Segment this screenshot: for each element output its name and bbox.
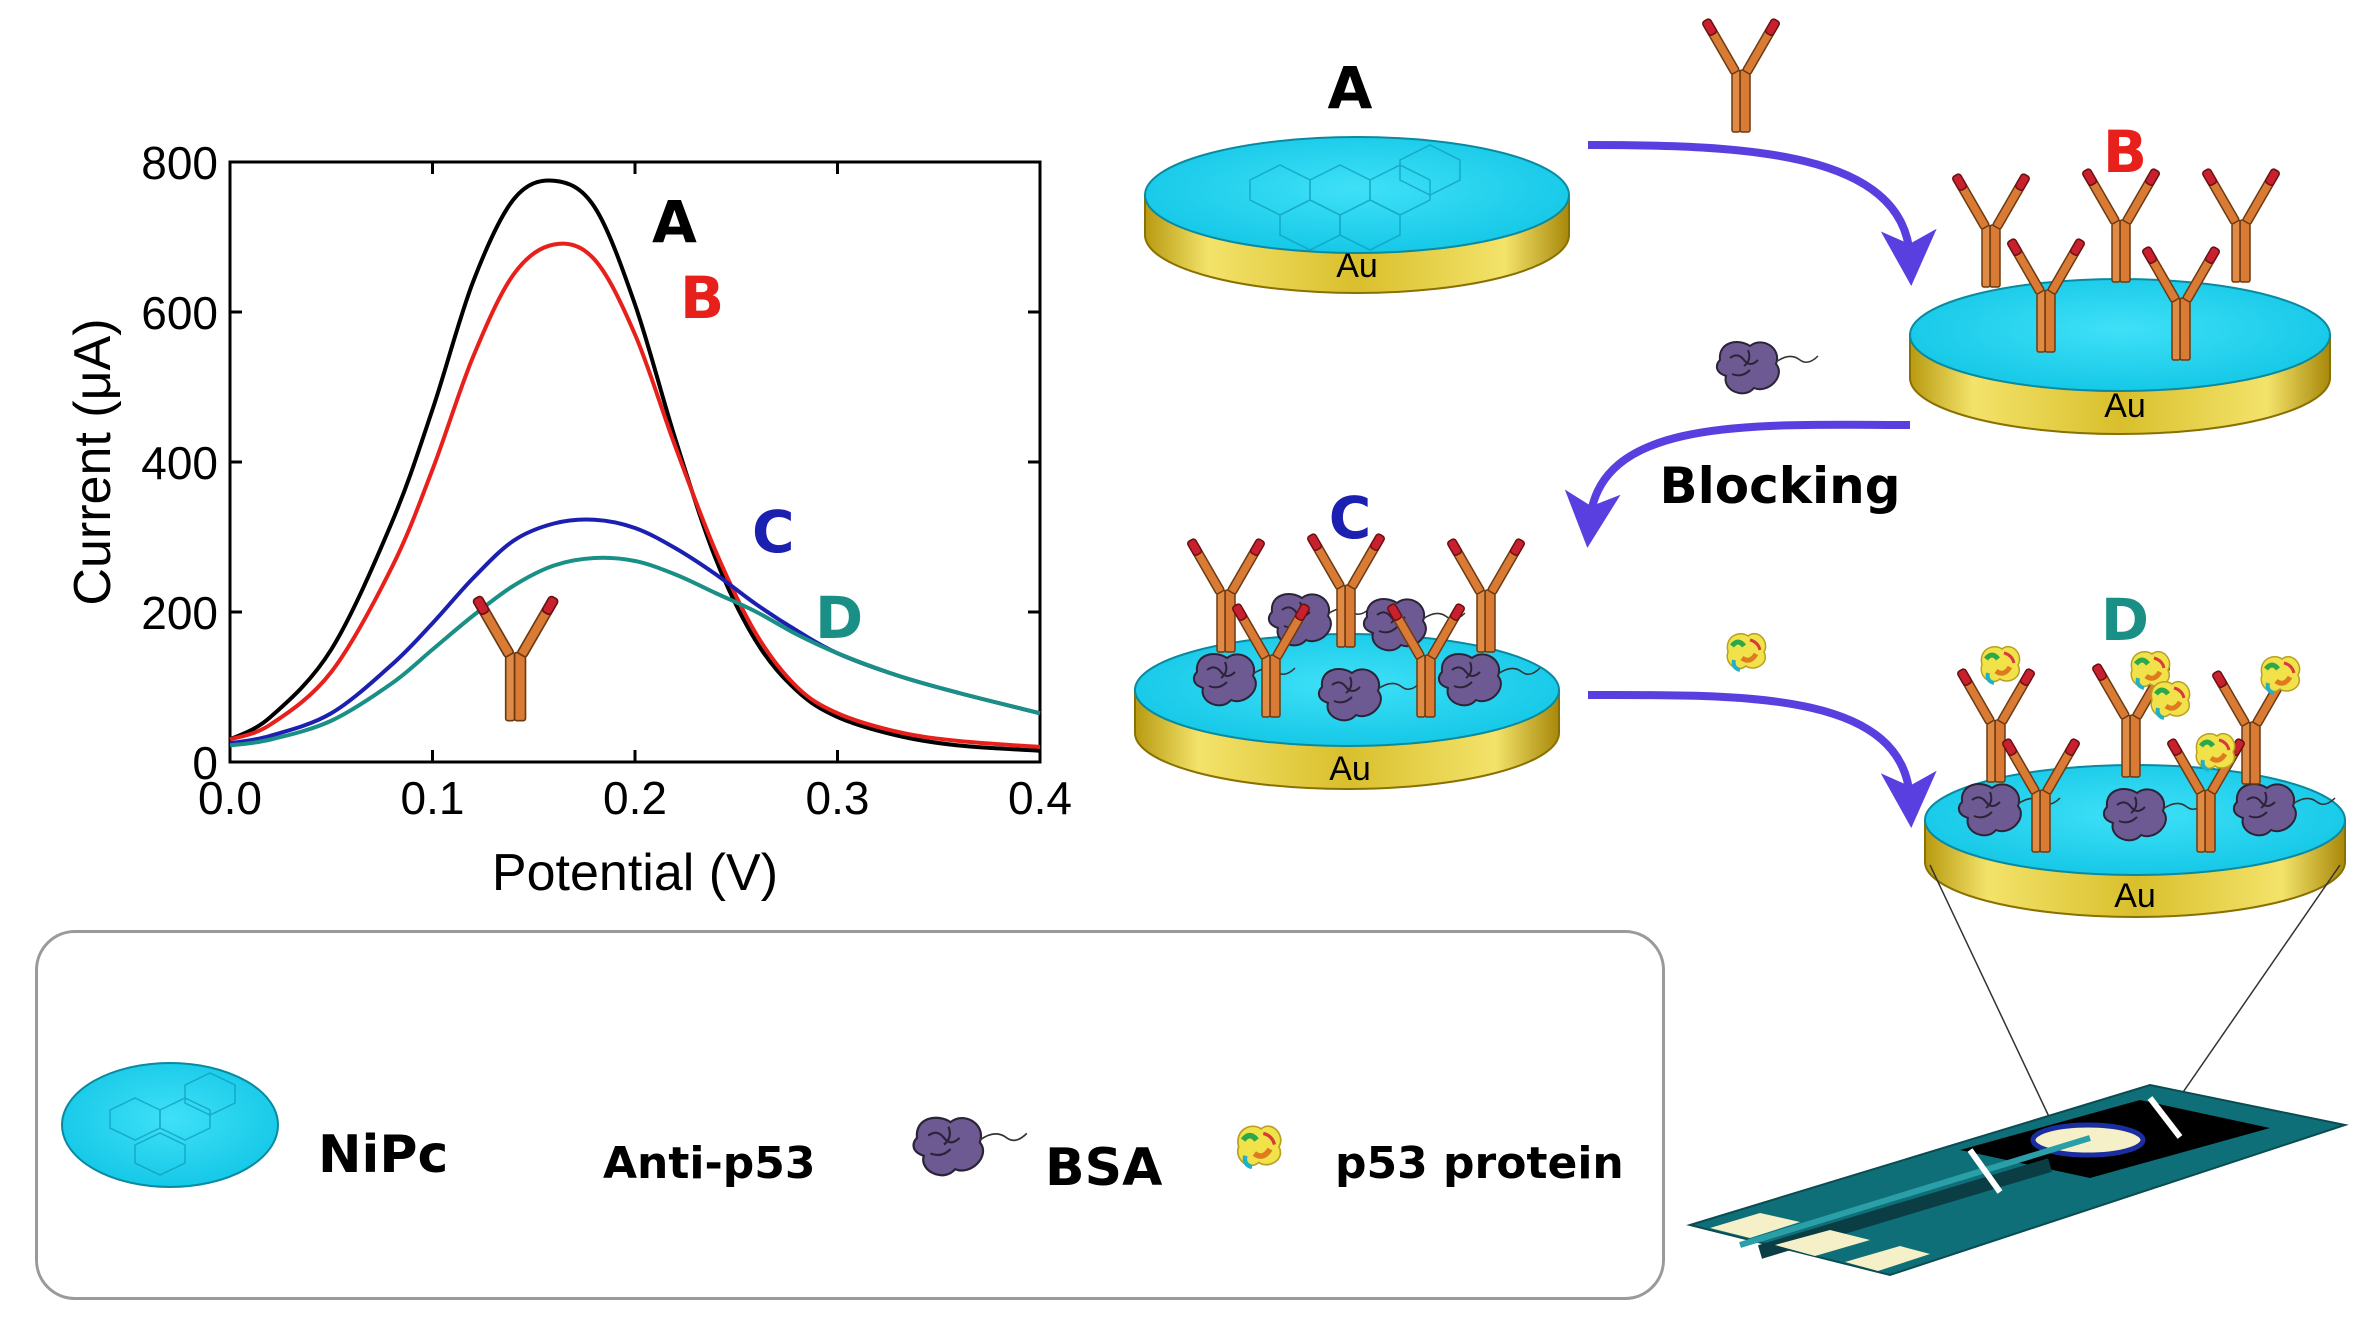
electrode-b-gold-label: Au bbox=[2104, 387, 2146, 425]
antibody-icon bbox=[471, 594, 560, 722]
y-axis: 0 200 400 600 800 bbox=[141, 137, 1040, 789]
curve-label-d: D bbox=[815, 584, 863, 652]
arrow-b-to-c bbox=[1564, 420, 1911, 548]
blocking-label: Blocking bbox=[1659, 457, 1900, 515]
x-axis: 0.0 0.1 0.2 0.3 0.4 bbox=[198, 162, 1072, 824]
series-layer bbox=[229, 178, 1041, 753]
series-line-a bbox=[229, 178, 1041, 753]
curve-label-b: B bbox=[680, 264, 724, 332]
legend-label-nipc: NiPc bbox=[318, 1125, 448, 1185]
x-tick-label: 0.4 bbox=[1008, 772, 1072, 824]
sensor-chip bbox=[1686, 864, 2349, 1277]
series-line-d bbox=[229, 555, 1041, 748]
x-tick-label: 0.3 bbox=[806, 772, 870, 824]
electrode-d: Au D bbox=[1924, 586, 2346, 918]
x-tick-label: 0.2 bbox=[603, 772, 667, 824]
electrode-a-gold-label: Au bbox=[1336, 247, 1378, 285]
electrode-a: Au A bbox=[1144, 54, 1570, 294]
x-tick-label: 0.1 bbox=[401, 772, 465, 824]
bsa-reagent-icon bbox=[1715, 341, 1819, 395]
assembly-scheme: Au A Au B Blocking Au C bbox=[1134, 17, 2349, 1277]
step-label-b: B bbox=[2103, 118, 2147, 186]
y-axis-label: Current (μA) bbox=[64, 318, 122, 605]
step-label-a: A bbox=[1328, 54, 1373, 122]
legend-label-bsa: BSA bbox=[1045, 1138, 1162, 1198]
legend: NiPc Anti-p53 BSA p53 protein bbox=[61, 594, 1624, 1198]
legend-panel bbox=[35, 930, 1665, 1300]
electrode-b: Au B bbox=[1909, 118, 2331, 435]
electrode-d-gold-label: Au bbox=[2114, 877, 2156, 915]
arrow-c-to-d bbox=[1587, 690, 1937, 828]
step-label-d: D bbox=[2101, 586, 2149, 654]
y-tick-label: 400 bbox=[141, 437, 218, 489]
legend-label-anti-p53: Anti-p53 bbox=[603, 1138, 815, 1189]
x-tick-label: 0.0 bbox=[198, 772, 262, 824]
curve-label-c: C bbox=[752, 498, 795, 566]
bsa-protein-icon bbox=[912, 1116, 1028, 1177]
curve-label-a: A bbox=[652, 188, 697, 256]
chart: 0 200 400 600 800 0.0 0.1 0.2 0.3 0.4 Potential … bbox=[64, 137, 1072, 902]
nipc-disc-icon bbox=[61, 1062, 279, 1188]
y-tick-label: 0 bbox=[192, 737, 218, 789]
y-tick-label: 200 bbox=[141, 587, 218, 639]
y-tick-label: 800 bbox=[141, 137, 218, 189]
arrow-a-to-b bbox=[1587, 141, 1937, 286]
step-label-c: C bbox=[1329, 484, 1372, 552]
y-tick-label: 600 bbox=[141, 287, 218, 339]
series-line-b bbox=[229, 241, 1041, 749]
p53-reagent-icon bbox=[1727, 634, 1765, 670]
p53-protein-icon bbox=[1238, 1126, 1281, 1167]
electrode-c: Au C bbox=[1134, 484, 1560, 790]
plot-frame bbox=[228, 160, 1042, 764]
antibody-reagent-icon bbox=[1700, 17, 1782, 133]
x-axis-label: Potential (V) bbox=[492, 844, 778, 902]
electrode-c-gold-label: Au bbox=[1329, 750, 1371, 788]
legend-label-p53-protein: p53 protein bbox=[1335, 1138, 1624, 1189]
